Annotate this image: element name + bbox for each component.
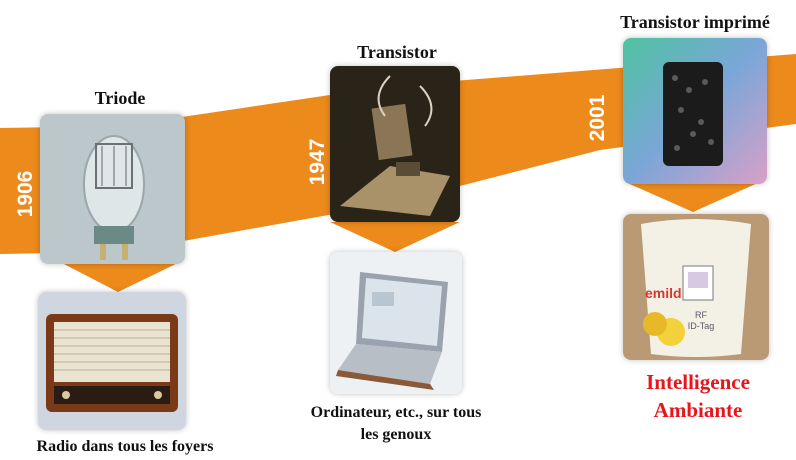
radio-photo (38, 292, 186, 430)
arrow-1947 (330, 222, 460, 252)
device-label-printed-transistor: Transistor imprimé (620, 12, 770, 32)
laptop-photo (330, 252, 462, 394)
year-2001: 2001 (586, 94, 609, 142)
printed-transistor-photo (623, 38, 767, 184)
application-laptop-line1: Ordinateur, etc., sur tous (310, 404, 482, 421)
triode-photo (40, 114, 185, 264)
arrow-2001 (625, 182, 760, 212)
yogurt-brand: emild (645, 285, 682, 301)
year-1906: 1906 (14, 170, 37, 218)
application-laptop-line2: les genoux (360, 426, 432, 443)
rf-tag-line1: RF (695, 310, 707, 320)
year-1947: 1947 (306, 138, 329, 186)
device-label-transistor: Transistor (357, 42, 437, 62)
rfid-yogurt-photo: emild RF ID-Tag (623, 214, 769, 360)
ambient-line1: Intelligence (646, 370, 750, 394)
application-label-radio: Radio dans tous les foyers (36, 438, 214, 455)
device-label-triode: Triode (94, 88, 146, 108)
transistor-photo (330, 66, 460, 222)
application-label-laptop: Ordinateur, etc., sur tous les genoux (286, 402, 506, 446)
application-label-ambient-intelligence: Intelligence Ambiante (618, 368, 778, 424)
arrow-1906 (60, 262, 180, 292)
ambient-line2: Ambiante (653, 398, 743, 422)
rf-tag-line2: ID-Tag (688, 321, 715, 331)
